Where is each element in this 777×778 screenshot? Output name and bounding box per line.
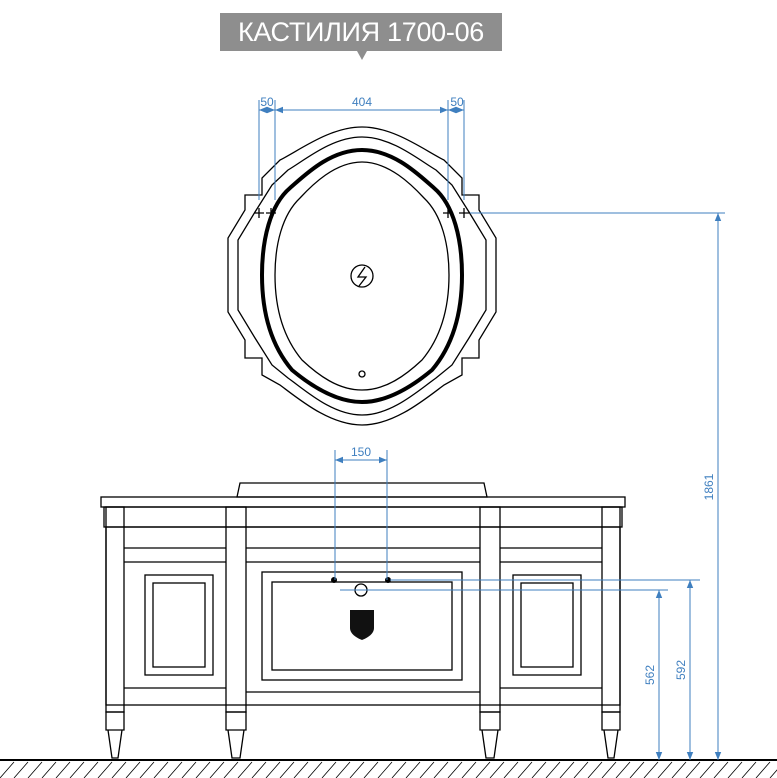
sensor-icon bbox=[358, 370, 366, 378]
dimension-lines bbox=[258, 100, 725, 760]
dim-height-592: 592 bbox=[674, 660, 688, 680]
dim-total-height: 1861 bbox=[702, 473, 716, 500]
dim-faucet-spacing: 150 bbox=[351, 445, 371, 459]
vanity-cabinet bbox=[100, 482, 626, 759]
dim-height-562: 562 bbox=[643, 665, 657, 685]
dim-mirror-span: 404 bbox=[352, 95, 372, 109]
dim-mirror-left: 50 bbox=[260, 95, 274, 109]
mirror bbox=[227, 126, 497, 426]
floor bbox=[0, 759, 777, 778]
title-pointer bbox=[357, 51, 367, 60]
crest-icon bbox=[350, 610, 374, 640]
light-switch-icon bbox=[350, 264, 374, 288]
dim-mirror-right: 50 bbox=[450, 95, 464, 109]
mount-crosses bbox=[254, 208, 469, 218]
lightning-icon bbox=[356, 266, 368, 287]
product-title: КАСТИЛИЯ 1700-06 bbox=[220, 13, 502, 51]
